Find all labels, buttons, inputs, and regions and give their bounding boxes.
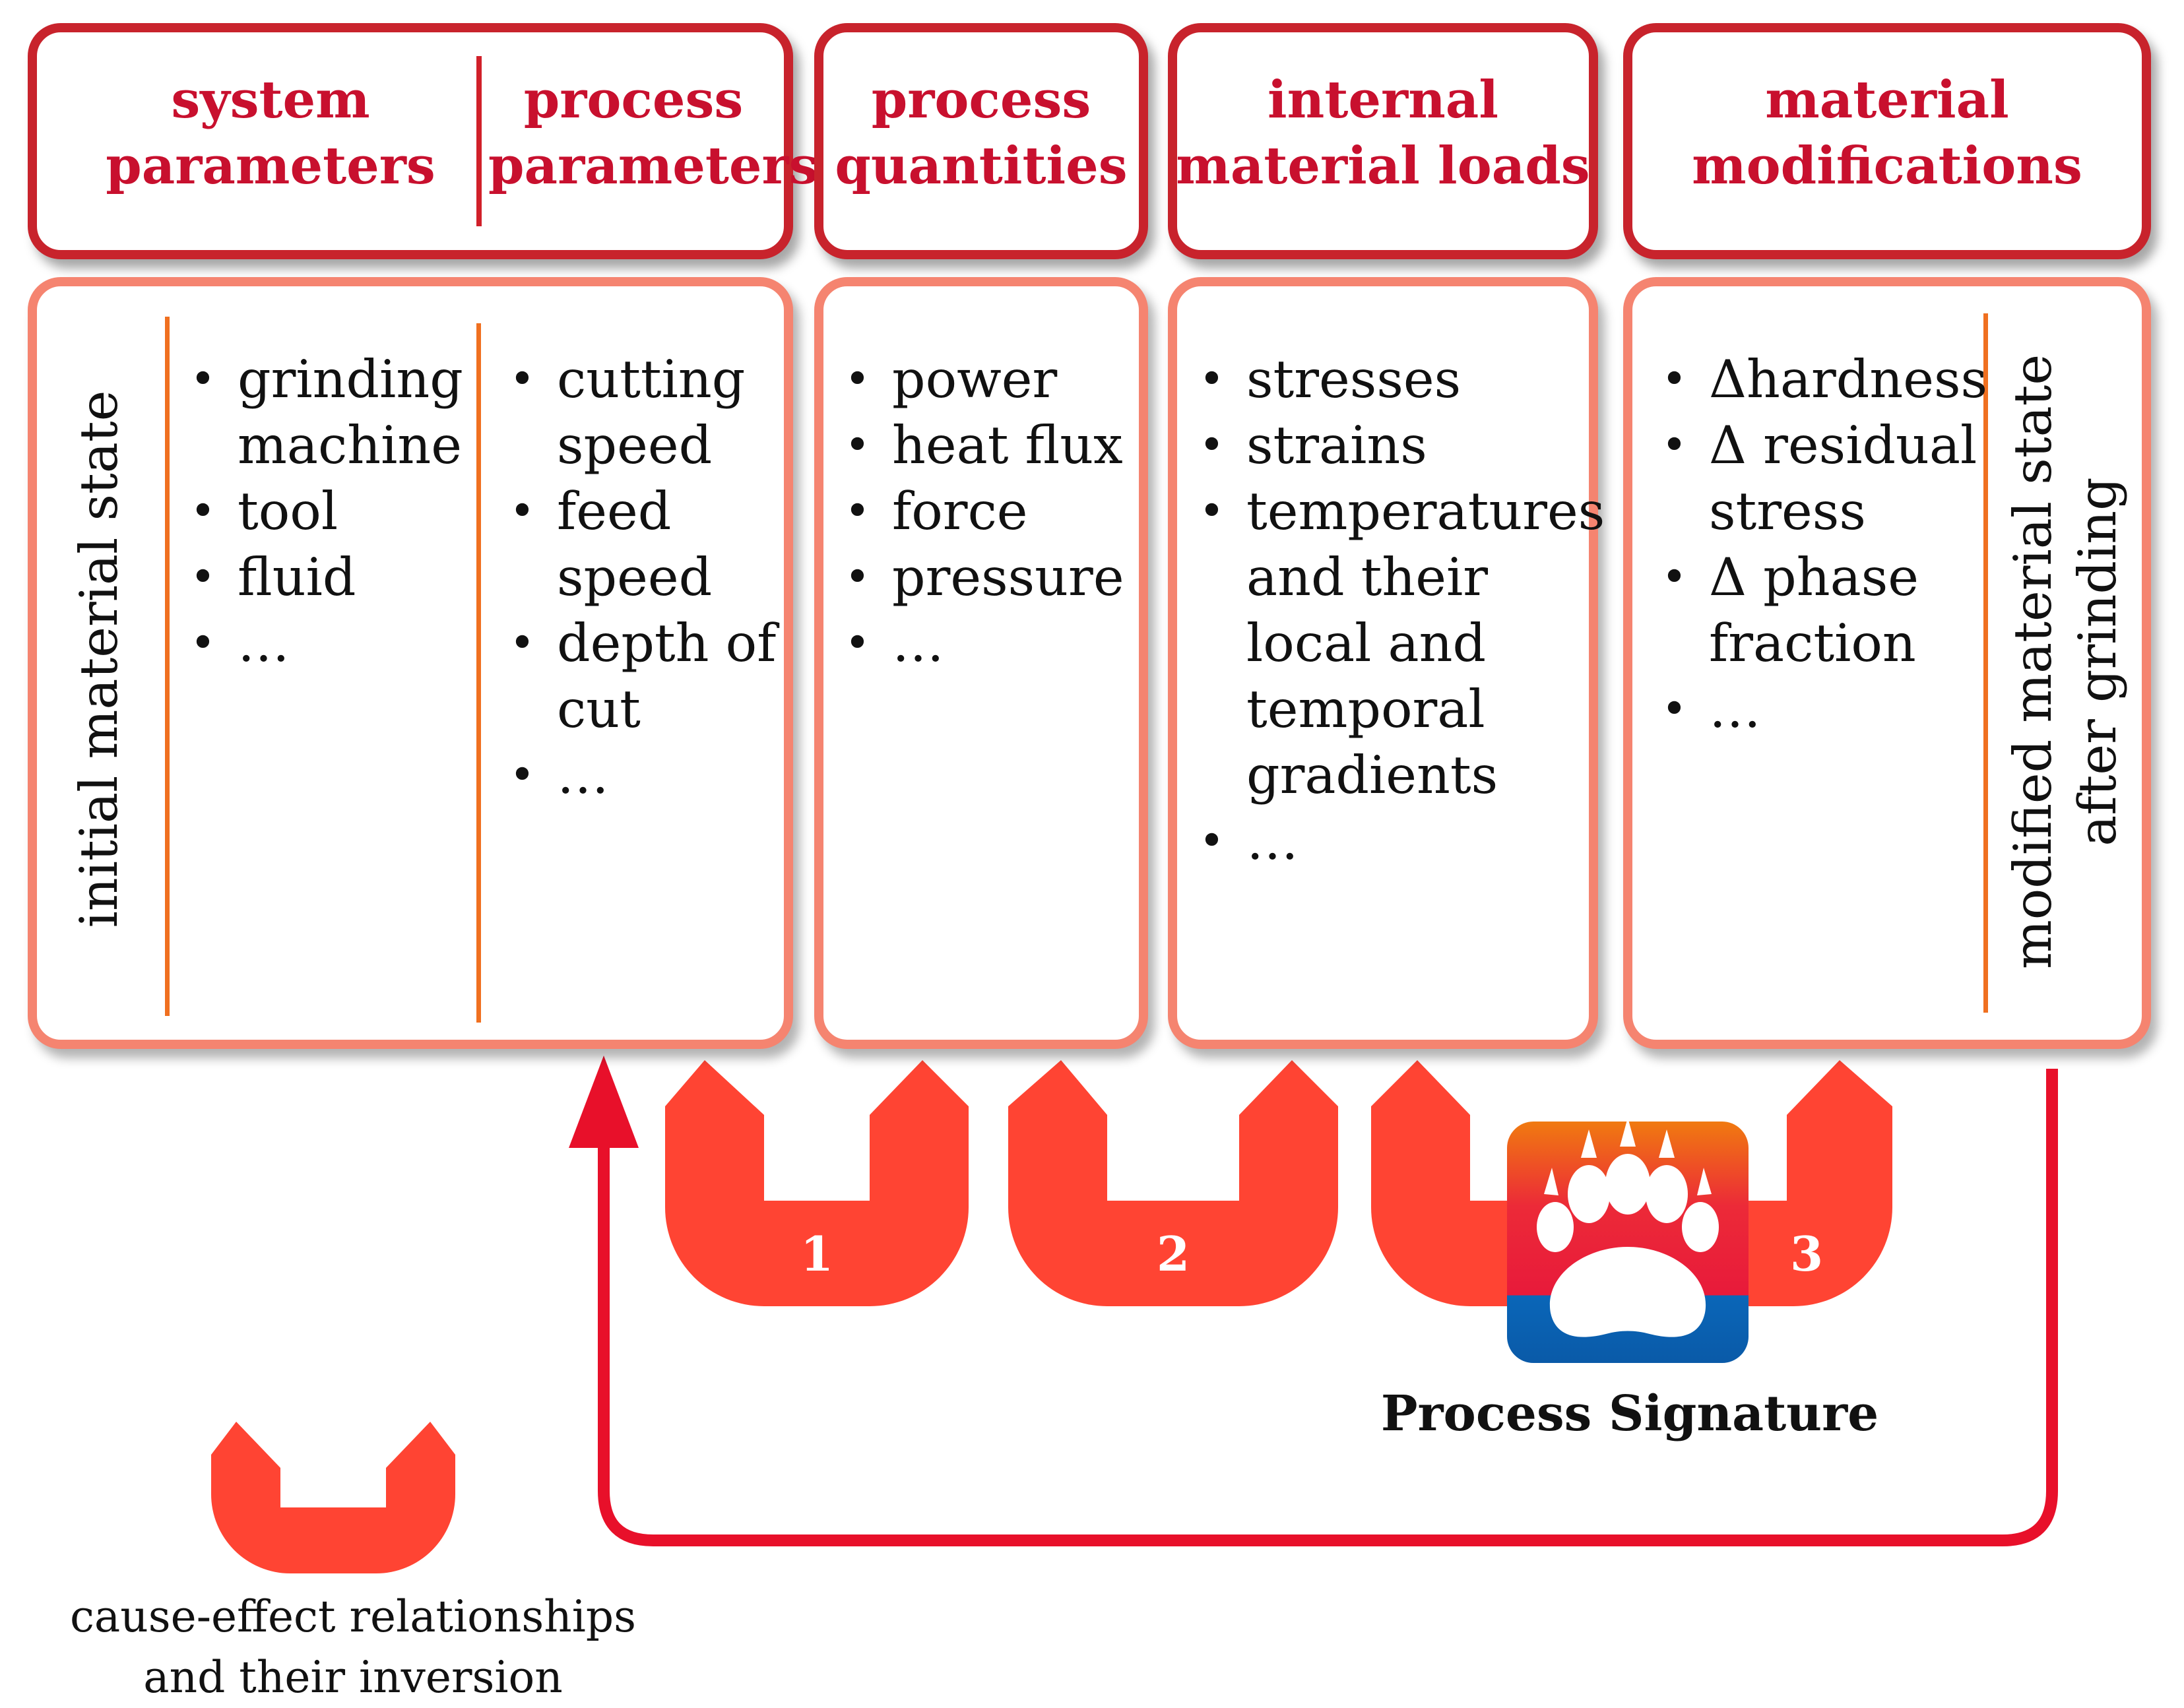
list-item: stresses [1199,346,1595,412]
system-parameters-list: grinding machine tool fluid … [190,346,474,676]
list-item: pressure [845,544,1141,610]
feedback-arrow-icon [569,1056,2058,1546]
list-item: fluid [190,544,474,610]
list-item: … [845,610,1141,676]
bear-paw-logo-icon [1507,1118,1749,1363]
connector-2-icon [1008,1060,1338,1306]
modified-material-state-label: modified material state after grinding [2003,354,2128,970]
header-internal-material-loads [1168,23,1598,259]
list-item: cutting speed [509,346,787,478]
header-process-quantities-label: process quantities [835,70,1128,196]
initial-material-state-label: initial material state [69,390,129,928]
list-item: feed speed [509,478,787,610]
process-parameters-list: cutting speed feed speed depth of cut … [509,346,787,808]
internal-material-loads-list: stresses strains temperatures and their … [1199,346,1605,874]
legend-caption: cause-effect relationships and their inv… [69,1591,637,1703]
process-signature-label: Process Signature [1380,1385,1879,1442]
header-system-parameters: system parameters [106,70,435,196]
connector-1-icon [665,1060,969,1306]
list-item: … [1661,676,1978,742]
list-item: temperatures and their local and tempora… [1199,478,1605,808]
body-divider-middle [476,323,481,1023]
list-item: heat flux [845,412,1141,478]
list-item: power [845,346,1141,412]
list-item: … [509,742,787,808]
body-divider-left [165,317,170,1016]
list-item: … [190,610,474,676]
list-item: … [1199,808,1595,874]
relationship-number-1: 1 [800,1226,834,1282]
header-system-process-parameters [28,23,793,259]
connector-3-icon [1371,1060,1892,1306]
list-item: depth of cut [509,610,787,742]
legend-connector-icon [211,1422,455,1573]
material-modifications-list: Δhardness Δ residual stress Δ phase frac… [1661,346,1987,742]
header-material-modifications-label: material modifications [1692,70,2082,196]
list-item: Δhardness [1661,346,1987,412]
process-quantities-list: power heat flux force pressure … [845,346,1141,676]
relationship-number-2: 2 [1156,1226,1190,1282]
relationship-number-3: 3 [1789,1226,1824,1282]
header-process-parameters: process parameters [488,70,818,196]
header-process-quantities [814,23,1148,259]
header-material-modifications [1623,23,2151,259]
body-divider-right [1983,313,1988,1013]
list-item: force [845,478,1141,544]
list-item: Δ residual stress [1661,412,1978,544]
header-divider [476,56,482,226]
header-internal-material-loads-label: internal material loads [1176,70,1590,196]
list-item: strains [1199,412,1595,478]
list-item: Δ phase fraction [1661,544,1978,676]
list-item: grinding machine [190,346,474,478]
list-item: tool [190,478,474,544]
